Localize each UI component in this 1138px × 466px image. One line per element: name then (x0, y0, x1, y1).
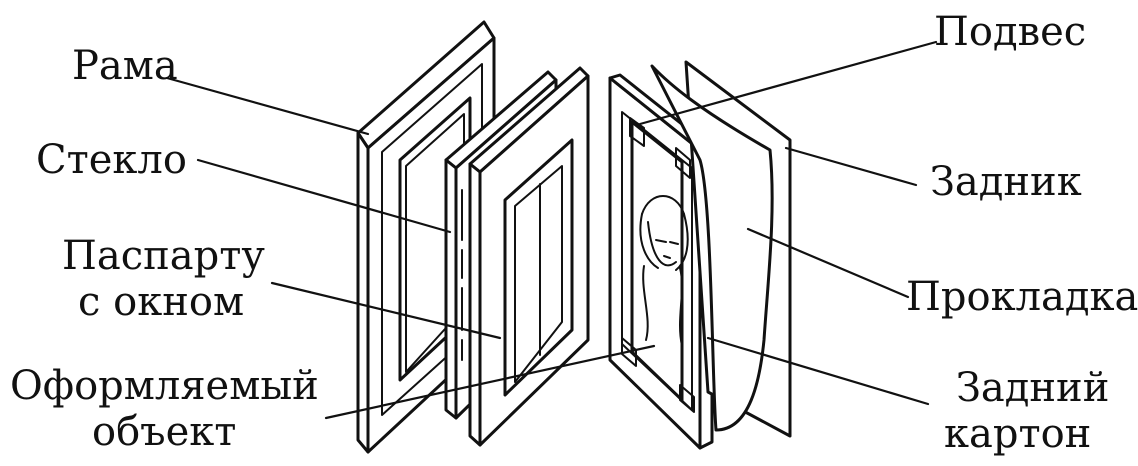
label-object-line1: Оформляемый (10, 366, 319, 406)
label-mat-line1: Паспарту (62, 236, 265, 276)
label-back-board-line1: Задний (956, 368, 1109, 408)
label-mat-line2: с окном (78, 282, 244, 322)
label-back-board-line2: картон (944, 414, 1091, 454)
label-spacer: Прокладка (906, 277, 1138, 317)
label-backing: Задник (930, 162, 1082, 202)
label-hanger: Подвес (934, 12, 1086, 52)
label-glass: Стекло (36, 140, 187, 180)
label-object-line2: объект (92, 412, 236, 452)
label-frame: Рама (72, 46, 178, 86)
